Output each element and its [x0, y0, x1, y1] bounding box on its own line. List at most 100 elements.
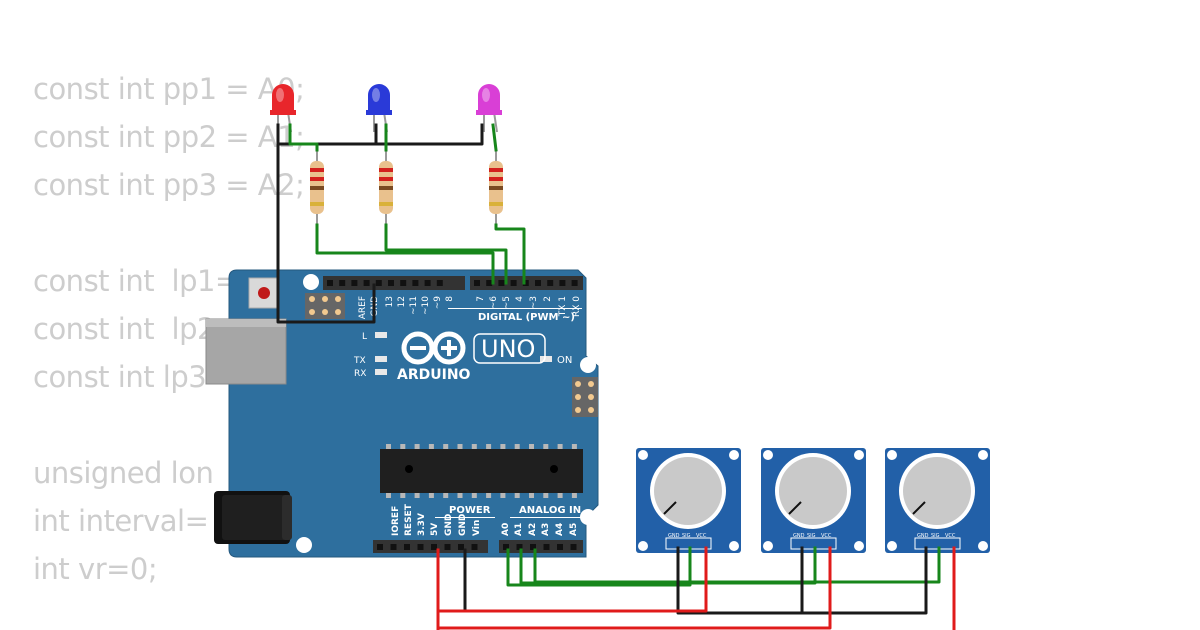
wire[interactable]: [494, 223, 526, 285]
header-socket[interactable]: [390, 544, 397, 550]
header-socket[interactable]: [522, 280, 529, 286]
digital-pin-label: ~9: [433, 296, 443, 310]
chip-pin: [500, 492, 506, 498]
microcontroller-chip: [380, 444, 583, 498]
knob-indicator: [788, 501, 802, 515]
header-socket[interactable]: [510, 280, 517, 286]
chip-pin: [386, 492, 391, 498]
knob-indicator: [912, 501, 926, 515]
knob-indicator: [663, 501, 677, 515]
header-socket[interactable]: [431, 544, 437, 550]
header-socket[interactable]: [444, 544, 451, 550]
power-pin-label: RESET: [404, 503, 414, 536]
header-socket[interactable]: [535, 280, 541, 286]
header-socket[interactable]: [339, 280, 346, 286]
wire[interactable]: [436, 546, 832, 630]
digital-pin-label: AREF: [358, 296, 368, 319]
knob[interactable]: [654, 457, 722, 525]
knob[interactable]: [779, 457, 847, 525]
header-socket[interactable]: [351, 280, 358, 286]
resistor[interactable]: [489, 150, 503, 225]
led-rim: [270, 110, 296, 115]
header-socket[interactable]: [412, 280, 419, 286]
mounting-hole: [854, 450, 864, 460]
led-on-label: ON: [557, 355, 572, 366]
header-socket[interactable]: [543, 544, 550, 550]
chip-pin: [428, 444, 434, 450]
digital-pin-label: 8: [445, 296, 455, 302]
analog-pin-label: A4: [555, 523, 565, 536]
wire[interactable]: [506, 546, 692, 587]
digital-header-label: DIGITAL (PWM ~): [478, 312, 575, 323]
code-line: const int lp2: [33, 312, 215, 346]
header-socket[interactable]: [530, 544, 536, 550]
pot-pin-label: GND: [668, 533, 680, 539]
header-socket[interactable]: [363, 280, 370, 286]
mounting-hole: [296, 537, 312, 553]
resistor[interactable]: [310, 150, 324, 225]
pot-pin-label: SIG: [807, 533, 816, 539]
header-socket[interactable]: [486, 280, 493, 286]
pot-pin-label: SIG: [931, 533, 940, 539]
wire[interactable]: [491, 123, 498, 152]
logo-minus: [410, 346, 426, 350]
reset-button[interactable]: [248, 277, 280, 309]
header-socket[interactable]: [498, 280, 505, 286]
mounting-hole: [854, 541, 864, 551]
knob[interactable]: [903, 457, 971, 525]
header-socket[interactable]: [404, 544, 410, 550]
header-socket[interactable]: [559, 280, 566, 286]
header-socket[interactable]: [388, 280, 394, 286]
led-2[interactable]: [366, 84, 392, 133]
chip-pin: [486, 492, 492, 498]
led-3[interactable]: [476, 84, 502, 133]
wire[interactable]: [276, 142, 376, 324]
resistor[interactable]: [379, 150, 393, 225]
power-header[interactable]: [373, 540, 488, 553]
power-pin-label: 3.3V: [417, 513, 427, 536]
wire[interactable]: [288, 123, 319, 152]
header-socket[interactable]: [417, 544, 424, 550]
digital-header[interactable]: [323, 276, 583, 290]
led-tx-label: TX: [353, 356, 366, 366]
analog-header[interactable]: [499, 540, 583, 553]
wire[interactable]: [384, 223, 508, 285]
header-socket[interactable]: [377, 544, 383, 550]
header-socket[interactable]: [503, 544, 509, 550]
wires[interactable]: [276, 123, 956, 630]
wire[interactable]: [276, 123, 484, 146]
header-socket[interactable]: [471, 544, 478, 550]
header-socket[interactable]: [516, 544, 523, 550]
header-socket[interactable]: [570, 544, 577, 550]
mounting-hole: [978, 450, 988, 460]
header-socket[interactable]: [557, 544, 563, 550]
wire[interactable]: [533, 546, 941, 584]
header-socket[interactable]: [458, 544, 464, 550]
power-header-label: POWER: [449, 505, 491, 516]
led-rim: [366, 110, 392, 115]
header-socket[interactable]: [547, 280, 554, 286]
header-socket[interactable]: [327, 280, 333, 286]
chip-pin: [428, 492, 434, 498]
header-socket[interactable]: [571, 280, 578, 286]
power-pin-label: GND: [444, 514, 454, 536]
chip-pin: [557, 492, 563, 498]
wire[interactable]: [436, 546, 708, 613]
digital-pin-label: 4: [515, 296, 525, 302]
led-1[interactable]: [270, 84, 296, 133]
icsp-header-right: [572, 377, 598, 417]
header-socket[interactable]: [424, 280, 431, 286]
header-socket[interactable]: [400, 280, 407, 286]
wire[interactable]: [315, 223, 495, 285]
code-editor-background: const int pp1 = A0; const int pp2 = A1; …: [33, 70, 305, 598]
chip-pin: [571, 444, 577, 450]
header-socket[interactable]: [375, 280, 382, 286]
header-socket[interactable]: [474, 280, 480, 286]
header-socket[interactable]: [436, 280, 443, 286]
pot-pin-label: VCC: [696, 533, 707, 539]
